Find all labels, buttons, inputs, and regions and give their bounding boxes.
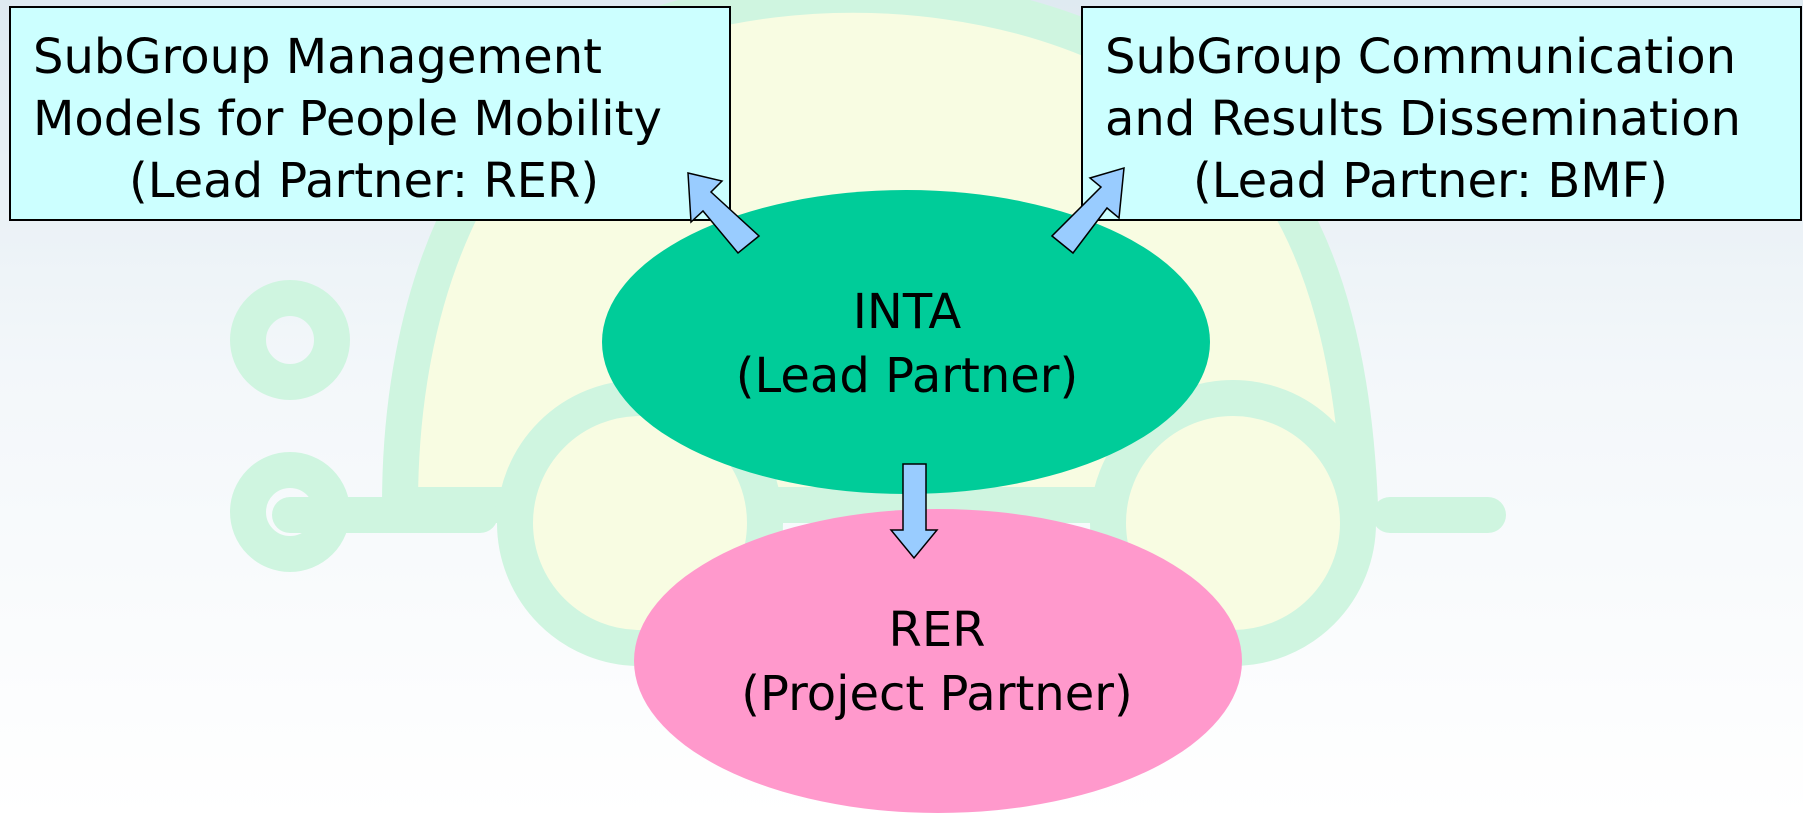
management-subgroup-box[interactable]: SubGroup Management Models for People Mo… <box>9 6 731 221</box>
arrow-up-left-icon <box>687 172 761 255</box>
arrow-down-icon <box>889 463 939 560</box>
rer-name: RER <box>888 602 986 658</box>
management-box-lead-partner: (Lead Partner: RER) <box>129 153 600 209</box>
inta-name: INTA <box>852 284 962 340</box>
inta-ellipse[interactable] <box>602 190 1210 494</box>
inta-role: (Lead Partner) <box>735 348 1079 404</box>
rer-role: (Project Partner) <box>741 666 1133 722</box>
inta-label: INTA (Lead Partner) <box>707 280 1107 408</box>
rer-label: RER (Project Partner) <box>687 598 1187 726</box>
management-box-line2: Models for People Mobility <box>33 91 662 147</box>
car-headlight-ring <box>230 280 350 400</box>
communication-box-line1: SubGroup Communication <box>1105 29 1737 85</box>
management-box-line1: SubGroup Management <box>33 29 602 85</box>
rer-ellipse[interactable] <box>634 509 1242 813</box>
arrow-up-right-icon <box>1050 166 1125 255</box>
communication-box-lead-partner: (Lead Partner: BMF) <box>1193 153 1669 209</box>
communication-subgroup-box[interactable]: SubGroup Communication and Results Disse… <box>1081 6 1802 221</box>
car-exhaust-ring <box>230 452 350 572</box>
communication-box-line2: and Results Dissemination <box>1105 91 1741 147</box>
